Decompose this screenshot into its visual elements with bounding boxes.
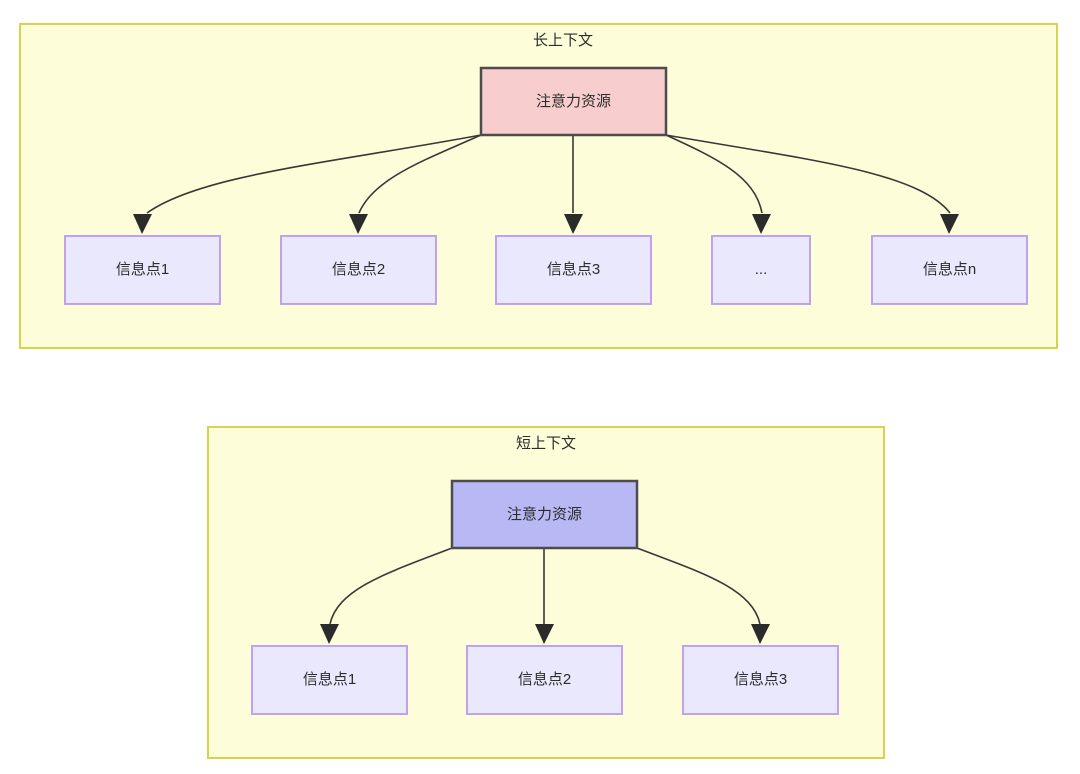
node-attention-resource-long[interactable]: 注意力资源 [479, 66, 668, 137]
edge-attention-to-info3-short [636, 547, 761, 625]
edge-attention-to-info2 [358, 134, 482, 214]
node-rect-ellipsis-long[interactable] [711, 235, 811, 305]
arrowhead-info3-short [751, 624, 770, 644]
node-info-point-2-short[interactable]: 信息点2 [466, 645, 623, 715]
edge-attention-to-info1-short [329, 547, 453, 625]
node-label-info-2-short: 信息点2 [518, 671, 571, 688]
diagram-short-context: 短上下文 注意力资源 信息点1 信息点2 [207, 426, 885, 759]
arrowhead-ellipsis [752, 214, 771, 234]
node-rect-attention-long[interactable] [479, 66, 668, 137]
diagram-long-context: 长上下文 注意力资源 信息 [19, 23, 1058, 349]
edge-attention-to-infon [665, 134, 951, 214]
node-rect-info-3-short[interactable] [682, 645, 839, 715]
node-info-point-2-long[interactable]: 信息点2 [280, 235, 437, 305]
node-rect-info-3-long[interactable] [495, 235, 652, 305]
node-info-ellipsis-long[interactable]: ... [711, 235, 811, 305]
arrowhead-info1-short [320, 624, 339, 644]
node-label-info-1-short: 信息点1 [303, 671, 356, 688]
edge-attention-to-ellipsis [665, 134, 763, 214]
node-label-info-n-long: 信息点n [923, 261, 976, 278]
node-info-point-1-long[interactable]: 信息点1 [64, 235, 221, 305]
node-attention-resource-short[interactable]: 注意力资源 [450, 479, 639, 550]
node-rect-attention-short[interactable] [450, 479, 639, 550]
edge-group-short-context [320, 547, 770, 644]
container-title-short-context: 短上下文 [516, 435, 576, 452]
container-title-long-context: 长上下文 [533, 32, 593, 49]
node-label-info-1-long: 信息点1 [116, 261, 169, 278]
node-info-point-1-short[interactable]: 信息点1 [251, 645, 408, 715]
node-rect-info-2-long[interactable] [280, 235, 437, 305]
edge-group-long-context [133, 134, 959, 234]
node-label-info-3-long: 信息点3 [547, 261, 600, 278]
node-rect-info-1-short[interactable] [251, 645, 408, 715]
edge-attention-to-info1 [146, 134, 482, 214]
node-label-attention-short: 注意力资源 [507, 505, 582, 523]
node-info-point-n-long[interactable]: 信息点n [871, 235, 1028, 305]
node-rect-info-1-long[interactable] [64, 235, 221, 305]
node-rect-info-2-short[interactable] [466, 645, 623, 715]
node-rect-info-n-long[interactable] [871, 235, 1028, 305]
arrowhead-info3 [564, 214, 583, 234]
arrowhead-info1 [133, 214, 152, 234]
arrowhead-infon [940, 214, 959, 234]
node-label-info-2-long: 信息点2 [332, 261, 385, 278]
arrowhead-info2 [349, 214, 368, 234]
node-label-attention-long: 注意力资源 [536, 92, 611, 110]
node-info-point-3-short[interactable]: 信息点3 [682, 645, 839, 715]
node-label-ellipsis-long: ... [755, 261, 768, 278]
node-info-point-3-long[interactable]: 信息点3 [495, 235, 652, 305]
node-label-info-3-short: 信息点3 [734, 671, 787, 688]
arrowhead-info2-short [535, 624, 554, 644]
